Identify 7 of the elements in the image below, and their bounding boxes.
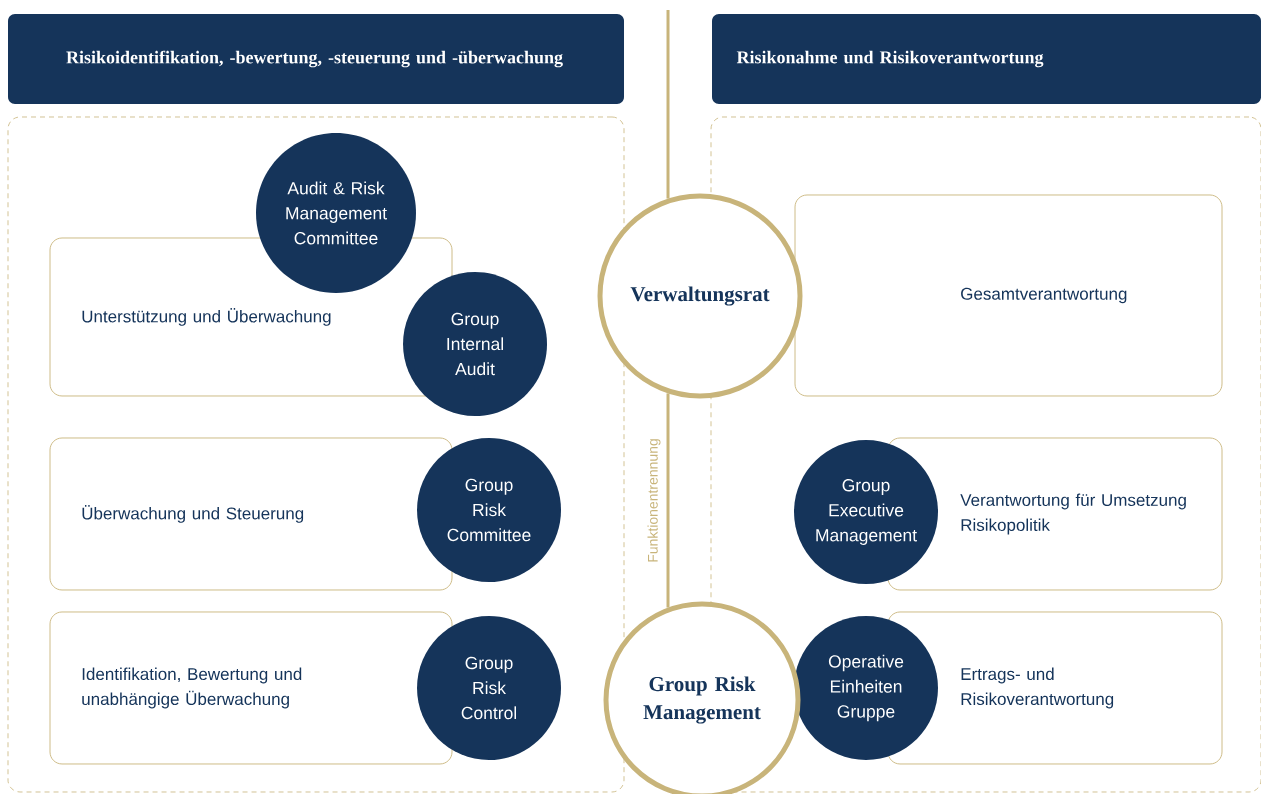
- header-bar: Risikonahme und Risikoverantwortung: [712, 14, 1261, 104]
- connector-line: [666, 393, 670, 608]
- text-box: Gesamtverantwortung: [794, 194, 1223, 397]
- header-bar: Risikoidentifikation, -bewertung, -steuerung und -überwachung: [8, 14, 624, 104]
- node-label: Group Risk Management: [643, 676, 761, 724]
- edge-label: Funktionentrennung: [647, 439, 661, 562]
- dashed-panel: [7, 116, 625, 793]
